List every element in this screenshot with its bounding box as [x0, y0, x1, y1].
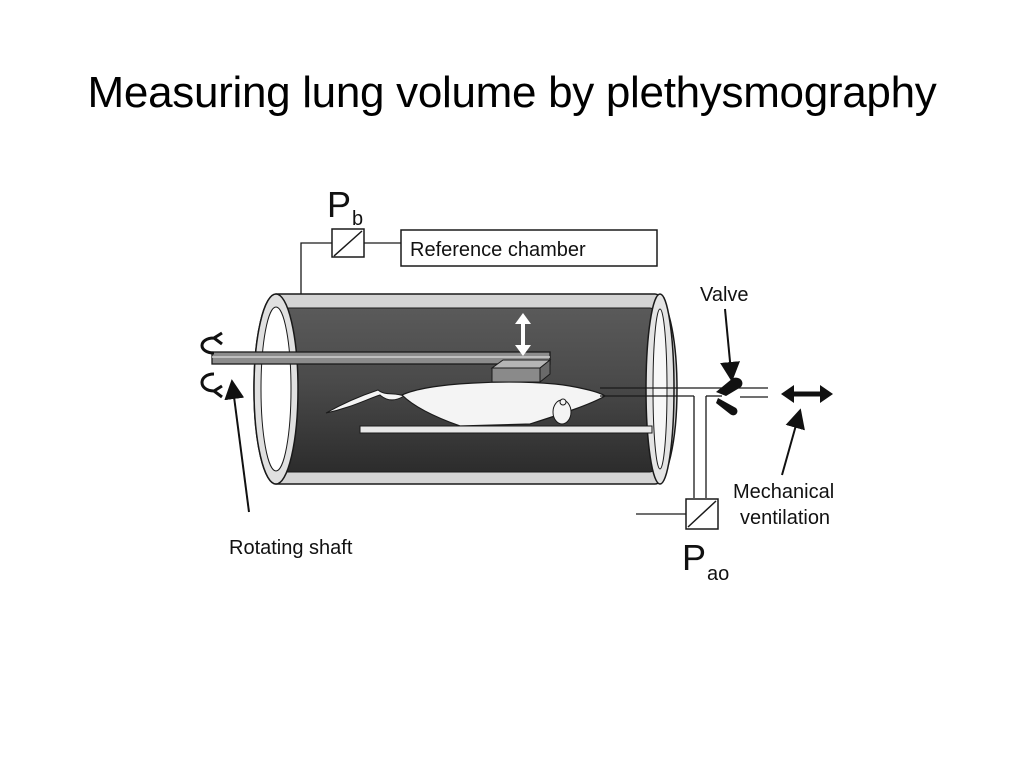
block-side-face	[539, 358, 551, 384]
slide-title: Measuring lung volume by plethysmography	[87, 68, 937, 117]
valve-pointer-arrow	[720, 308, 741, 382]
rotation-arrow-bottom-icon	[200, 372, 223, 399]
pb-to-cylinder-line	[300, 242, 332, 312]
rotating-shaft	[200, 331, 551, 399]
cylinder-right-rim-inner	[652, 308, 668, 470]
vertical-double-arrow-icon	[515, 313, 531, 356]
reference-chamber-box	[400, 229, 658, 267]
pb-transducer-group: Reference chamber Pb	[300, 184, 658, 312]
valve-icon	[716, 377, 743, 416]
rotation-arrow-top-icon	[200, 331, 223, 355]
pao-transducer-slash	[687, 500, 717, 528]
ventilation-pointer-arrow	[781, 408, 805, 476]
block-front-face	[491, 367, 541, 383]
mechanical-ventilation-label-line1: Mechanical	[733, 481, 834, 503]
movable-block	[490, 313, 552, 384]
animal-subject	[325, 381, 653, 434]
ventilation-double-arrow-icon	[781, 385, 833, 403]
mechanical-ventilation-label-line2: ventilation	[740, 507, 830, 529]
platform	[359, 425, 653, 434]
valve-label: Valve	[700, 284, 749, 306]
shaft-rod	[211, 351, 551, 365]
pb-transducer-slash	[333, 230, 363, 257]
cylinder-left-opening-inner	[260, 306, 292, 472]
rotating-shaft-label: Rotating shaft	[229, 537, 353, 559]
rotating-shaft-pointer-arrow	[224, 379, 250, 513]
airway-tubing	[600, 387, 768, 498]
reference-chamber-label: Reference chamber	[410, 239, 586, 261]
pb-label: Pb	[327, 184, 363, 230]
animal-eye	[559, 398, 567, 406]
pao-transducer-group: Pao	[636, 498, 729, 585]
pao-label: Pao	[682, 537, 729, 585]
